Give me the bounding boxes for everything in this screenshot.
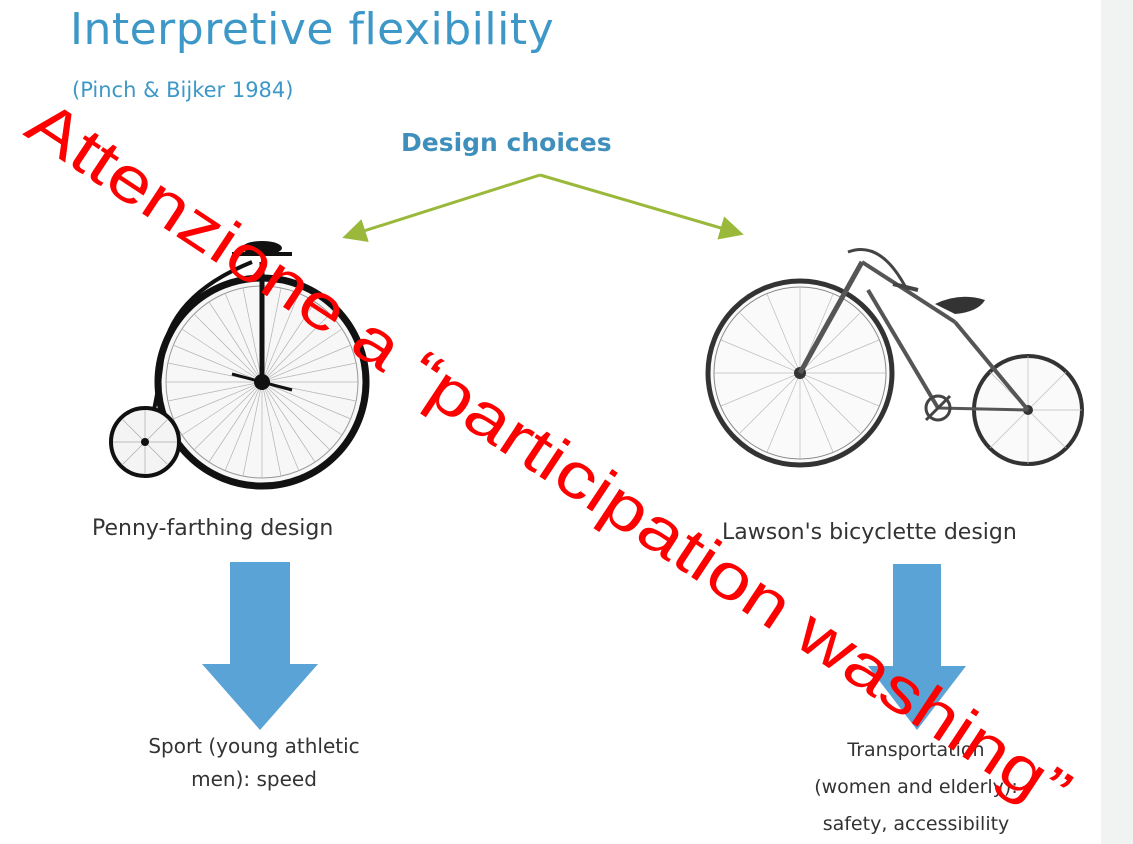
branch-arrows	[342, 173, 744, 242]
penny-farthing-outcome: Sport (young athletic men): speed	[94, 730, 414, 796]
bicyclette-caption: Lawson's bicyclette design	[722, 520, 1017, 545]
bicyclette-illustration	[705, 248, 1084, 468]
penny-farthing-caption: Penny-farthing design	[92, 516, 334, 541]
slide-citation: (Pinch & Bijker 1984)	[72, 78, 294, 102]
penny-farthing-outcome-line1: Sport (young athletic	[148, 734, 360, 758]
design-choices-label: Design choices	[401, 128, 612, 157]
penny-farthing-outcome-line2: men): speed	[191, 767, 317, 791]
left-down-arrow	[202, 562, 318, 730]
side-strip	[1101, 0, 1133, 844]
right-down-arrow	[868, 564, 966, 730]
penny-farthing-illustration	[109, 241, 370, 490]
bicyclette-outcome-line3: safety, accessibility	[822, 813, 1010, 835]
bicyclette-outcome-line1: Transportation	[847, 739, 985, 761]
bicyclette-outcome: Transportation (women and elderly): safe…	[756, 732, 1076, 843]
slide-title: Interpretive flexibility	[70, 4, 555, 55]
bicyclette-outcome-line2: (women and elderly):	[814, 776, 1018, 798]
